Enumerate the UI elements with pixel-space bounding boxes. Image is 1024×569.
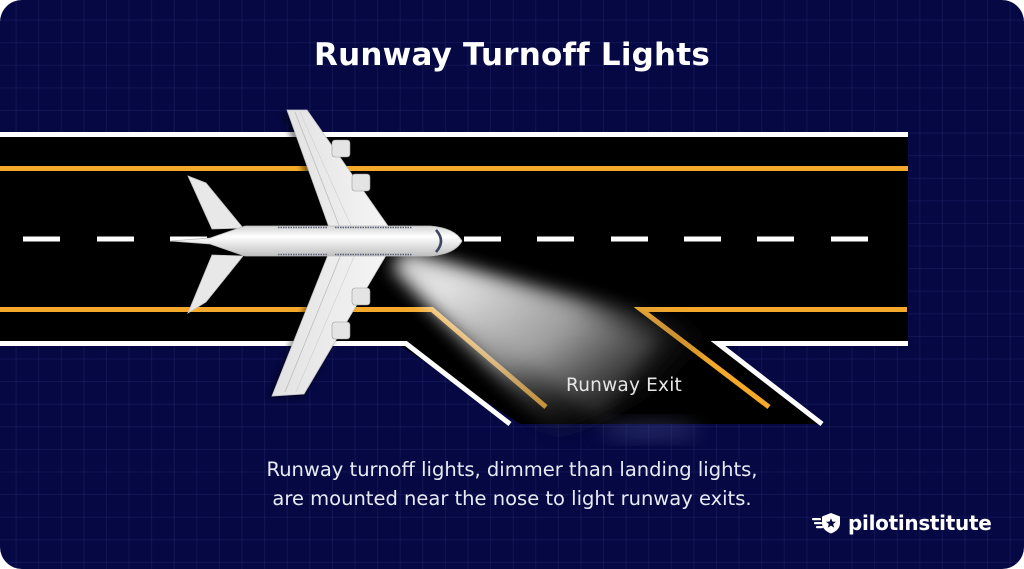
caption: Runway turnoff lights, dimmer than landi…: [0, 455, 1024, 513]
runway-edge-bottom-left: [0, 341, 512, 426]
runway-edge-line-top: [0, 166, 908, 171]
brand-name: pilotinstitute: [848, 511, 992, 535]
runway-exit-label: Runway Exit: [566, 375, 683, 396]
runway-centerline: [23, 236, 868, 242]
runway-edge-top: [0, 132, 908, 137]
caption-line-2: are mounted near the nose to light runwa…: [272, 487, 752, 510]
caption-line-1: Runway turnoff lights, dimmer than landi…: [266, 458, 758, 481]
runway-edge-bottom-right: [710, 341, 908, 426]
shield-star-wings-icon: [812, 513, 840, 534]
turnoff-light-beam: [392, 252, 712, 440]
page-title: Runway Turnoff Lights: [314, 37, 710, 73]
runway-edge-line-bottom-right: [633, 307, 907, 409]
airplane: [169, 109, 463, 398]
brand-logo: pilotinstitute: [812, 511, 992, 535]
engine-icon: [331, 139, 371, 340]
